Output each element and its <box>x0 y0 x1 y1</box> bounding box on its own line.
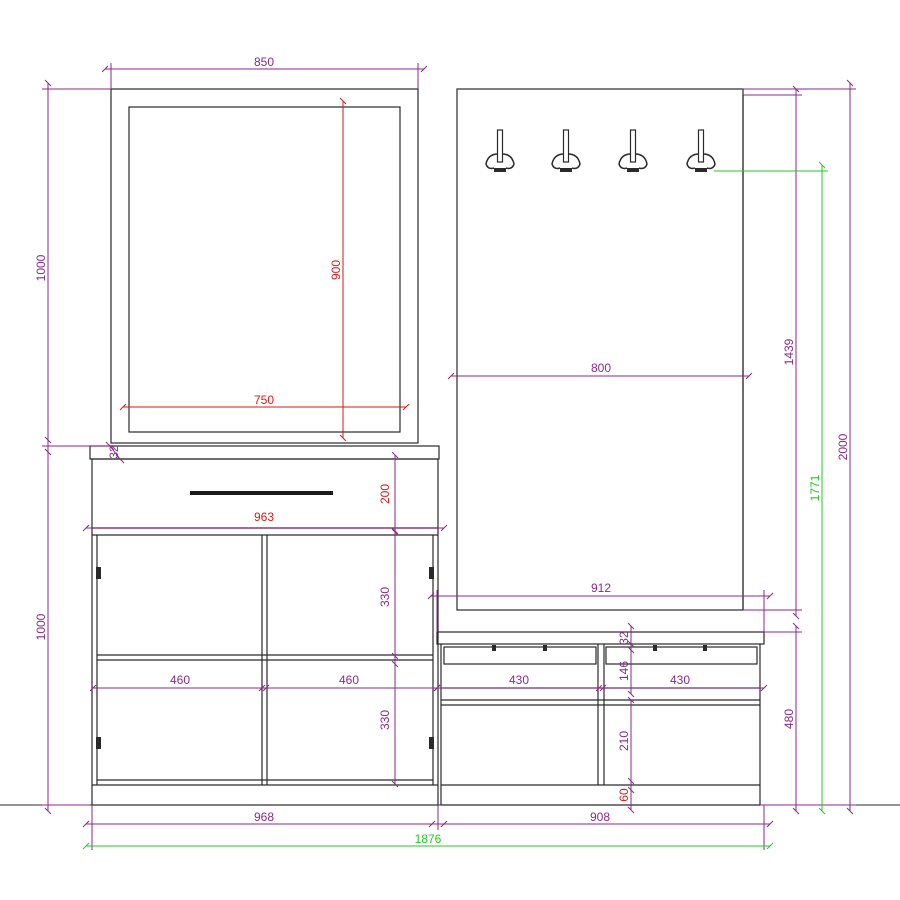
dim-cabinet-base-width: 968 <box>254 810 274 824</box>
dim-bench-top-thickness: 32 <box>617 631 631 645</box>
dim-mirror-inner-height: 900 <box>329 260 343 280</box>
dim-panel-height: 1439 <box>782 338 796 365</box>
dim-mirror-height: 1000 <box>34 254 48 281</box>
hinge-icon <box>96 737 101 749</box>
dim-cabinet-cell-left: 460 <box>170 673 190 687</box>
drawer-handle <box>190 491 333 495</box>
hinge-icon <box>96 567 101 579</box>
dim-cabinet-shelf-lower: 330 <box>378 710 392 730</box>
hinge-icon <box>429 567 434 579</box>
dim-bench-drawer-height: 146 <box>617 661 631 681</box>
dim-cabinet-top-thickness: 32 <box>107 445 121 459</box>
dim-bench-cell-left: 430 <box>509 673 529 687</box>
dim-bench-base-width: 908 <box>590 810 610 824</box>
handle-icon <box>653 645 657 651</box>
dim-cabinet-height: 1000 <box>34 613 48 640</box>
bench <box>436 631 765 806</box>
dim-hook-to-floor: 1771 <box>808 474 822 501</box>
cabinet <box>89 445 440 806</box>
dim-bench-top-width: 912 <box>591 581 611 595</box>
dim-bench-shelf-height: 210 <box>617 731 631 751</box>
dim-bench-plinth-height: 60 <box>617 788 631 802</box>
hanger-panel <box>456 88 744 611</box>
dim-bench-height: 480 <box>782 709 796 729</box>
coat-hook-icon <box>551 129 581 172</box>
dim-overall-width: 1876 <box>415 832 442 846</box>
dim-cabinet-shelf-upper: 330 <box>378 587 392 607</box>
coat-hook-icon <box>686 129 716 172</box>
coat-hook-icon <box>618 129 648 172</box>
handle-icon <box>703 645 707 651</box>
handle-icon <box>543 645 547 651</box>
mirror <box>110 88 419 444</box>
dim-panel-width: 800 <box>591 361 611 375</box>
dim-mirror-inner-width: 750 <box>254 393 274 407</box>
dim-cabinet-top-width: 963 <box>254 510 274 524</box>
dim-total-height: 2000 <box>836 433 850 460</box>
dim-mirror-width: 850 <box>254 55 274 69</box>
hinge-icon <box>429 737 434 749</box>
handle-icon <box>492 645 496 651</box>
dim-bench-cell-right: 430 <box>670 673 690 687</box>
dim-cabinet-cell-right: 460 <box>339 673 359 687</box>
dim-cabinet-drawer-height: 200 <box>378 484 392 504</box>
coat-hook-icon <box>485 129 515 172</box>
